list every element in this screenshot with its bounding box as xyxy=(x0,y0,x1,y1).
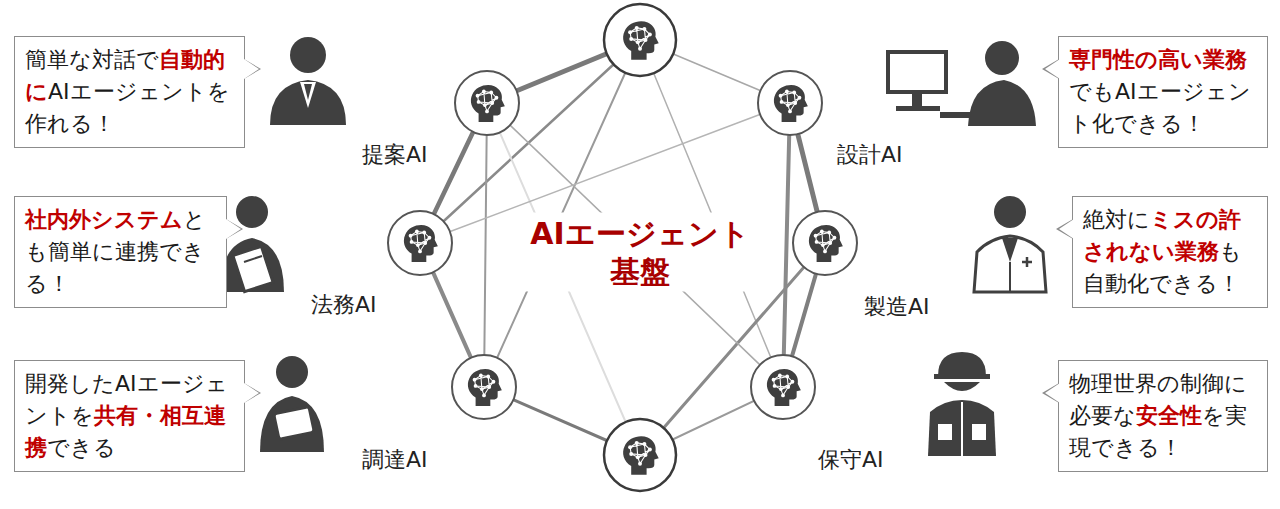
brain-icon xyxy=(769,82,811,124)
agent-circle: 法務AI xyxy=(387,210,453,276)
agent-label: 法務AI xyxy=(311,292,377,318)
speech-bubble: 物理世界の制御に必要な安全性を実現できる！ xyxy=(1058,360,1268,472)
agent-circle: 設計AI xyxy=(757,70,823,136)
highlight-text: 専門性の高い業務 xyxy=(1069,47,1247,72)
bubble-text: でもAIエージェント化できる！ xyxy=(1069,79,1251,136)
agent-label: 設計AI xyxy=(837,142,903,168)
bubble-text: AIエージェントを作れる！ xyxy=(25,79,230,136)
speech-bubble: 簡単な対話で自動的にAIエージェントを作れる！ xyxy=(14,36,245,148)
agent-link xyxy=(784,136,789,354)
speech-bubble: 社内外システムとも簡単に連携できる！ xyxy=(14,196,227,308)
agent-circle: 保守AI xyxy=(750,354,816,420)
agent-circle: 調達AI xyxy=(451,354,517,420)
agent-link xyxy=(798,135,817,211)
brain-icon xyxy=(466,82,508,124)
highlight-text: 安全性 xyxy=(1136,403,1202,428)
bubble-text: できる xyxy=(47,435,116,460)
agent-label: 調達AI xyxy=(362,447,428,473)
agent-circle: 製造AI xyxy=(792,210,858,276)
agent-label: 保守AI xyxy=(818,447,884,473)
speech-bubble: 専門性の高い業務でもAIエージェント化できる！ xyxy=(1058,36,1268,148)
bubble-text: 簡単な対話で xyxy=(25,47,159,72)
brain-icon xyxy=(399,222,441,264)
agent-link xyxy=(434,133,473,213)
brain-icon xyxy=(463,366,505,408)
agent-label: 製造AI xyxy=(864,294,930,320)
platform-title: AIエージェント 基盤 xyxy=(524,213,755,292)
bubble-text: 絶対に xyxy=(1083,207,1150,232)
brain-icon xyxy=(804,222,846,264)
brain-icon xyxy=(762,366,804,408)
agent-link xyxy=(792,275,816,356)
agent-link xyxy=(484,136,486,354)
speech-bubble: 絶対にミスの許されない業務も自動化できる！ xyxy=(1072,196,1268,308)
hub-link xyxy=(420,40,825,455)
agent-label: 提案AI xyxy=(362,142,428,168)
speech-bubble: 開発したAIエージェントを共有・相互連携できる xyxy=(14,360,245,472)
person-icon xyxy=(220,37,1046,456)
agent-circle: 提案AI xyxy=(454,70,520,136)
agent-link xyxy=(433,273,470,357)
highlight-text: 社内外システム xyxy=(25,207,183,232)
